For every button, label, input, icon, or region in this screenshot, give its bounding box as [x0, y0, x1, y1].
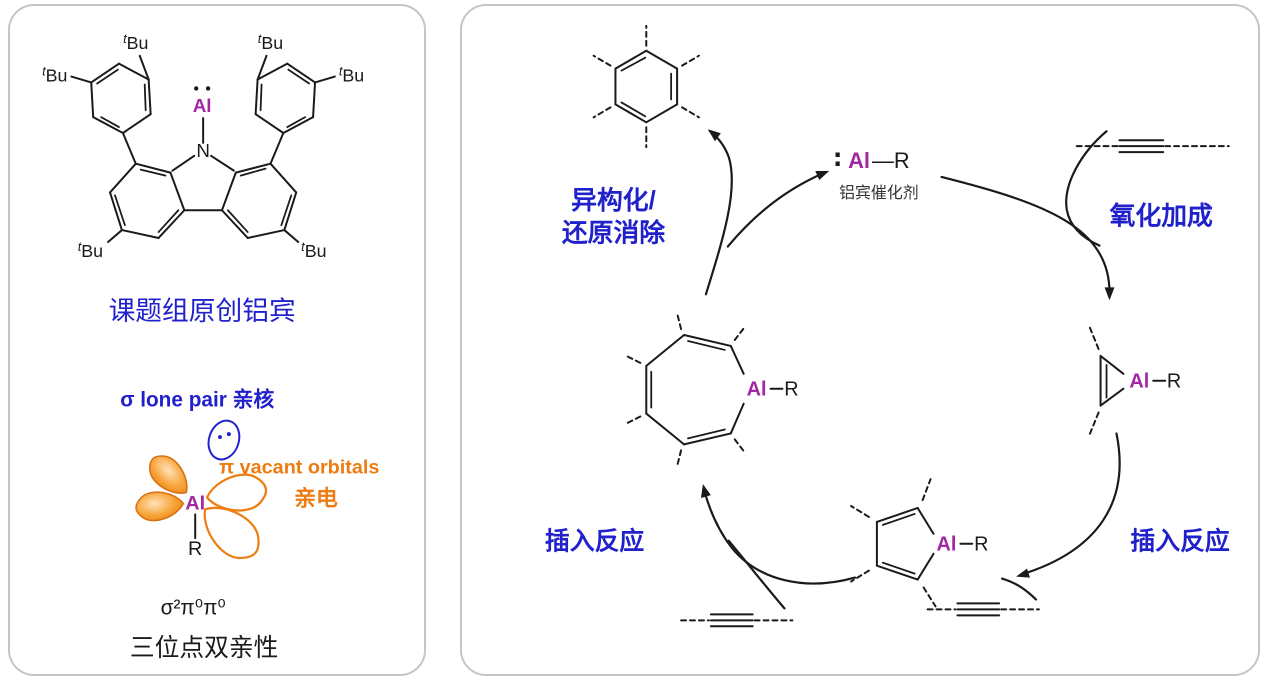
alumacycloheptatriene-al-label: Al — [747, 379, 767, 401]
sigma-lone-pair-orbital — [207, 419, 241, 461]
insertion-right-label: 插入反应 — [1130, 527, 1230, 556]
insertion-left-label: 插入反应 — [545, 527, 645, 556]
tbu-base: Bu — [261, 33, 283, 53]
tbu-label: tBu — [301, 239, 326, 261]
arrow-oxidative-addition — [940, 130, 1115, 301]
alumacyclopentadiene-r-label: R — [974, 534, 988, 556]
catalyst-formula: ∶ Al—R — [834, 147, 909, 174]
arrow-reductive-elimination — [704, 129, 830, 296]
orbital-r-label: R — [188, 538, 202, 560]
reductive-elimination-label: 还原消除 — [562, 218, 665, 248]
tbu-base: Bu — [342, 65, 364, 85]
catalyst-al: Al — [848, 148, 870, 173]
electron-configuration: σ²π⁰π⁰ — [161, 596, 226, 619]
al-label: Al — [193, 95, 212, 116]
orbital-diagram: σ lone pair 亲核 π vacant orbitals 亲电 Al R… — [120, 387, 379, 619]
alumacyclopentadiene: Al R — [850, 478, 988, 608]
ambiphilicity-label: 三位点双亲性 — [130, 634, 279, 662]
electrophile-label: 亲电 — [294, 485, 338, 510]
alumacyclopropene-al-label: Al — [1129, 371, 1149, 393]
alumacycloheptatriene-r-label: R — [784, 379, 798, 401]
sigma-lone-pair-label: σ lone pair 亲核 — [120, 387, 274, 411]
tbu-label: tBu — [123, 31, 148, 53]
right-panel: ∶Al—R 铝宾催化剂 — [460, 4, 1260, 676]
catalytic-cycle-figure: ∶Al—R 铝宾催化剂 — [545, 24, 1230, 628]
catalyst-bond-r: —R — [872, 148, 910, 173]
tbu-label: tBu — [78, 239, 103, 261]
aluminylene-structure: Al N — [42, 31, 364, 261]
pi-vacant-label: π vacant orbitals — [219, 457, 379, 479]
tbu-superscript: t — [123, 31, 128, 46]
alumacycloheptatriene-dashes — [625, 312, 746, 468]
tbu-base: Bu — [305, 241, 327, 261]
tbu-label: tBu — [258, 31, 283, 53]
alumacyclopropene-r-label: R — [1167, 371, 1181, 393]
left-panel-figure: Al N — [42, 31, 379, 662]
alumacyclopentadiene-dashes — [850, 478, 937, 608]
alkyne-bottom-left — [680, 613, 794, 628]
arrow-insertion-left — [700, 484, 857, 610]
tbu-superscript: t — [301, 239, 306, 254]
catalyst: ∶ Al—R 铝宾催化剂 — [834, 147, 918, 202]
orbital-lone-pair-dots — [217, 432, 231, 440]
alkyne-top-right — [1075, 139, 1230, 154]
isomerization-label: 异构化/ — [571, 186, 656, 215]
left-panel: Al N — [8, 4, 426, 676]
oxidative-addition-label: 氧化加成 — [1109, 202, 1213, 231]
tbu-base: Bu — [46, 65, 68, 85]
alumacyclopentadiene-al-label: Al — [937, 534, 957, 556]
tbu-label: tBu — [42, 64, 67, 86]
n-label: N — [196, 140, 210, 161]
tbu-label: tBu — [339, 64, 364, 86]
alumacycloheptatriene: Al R — [625, 312, 799, 468]
tbu-base: Bu — [81, 241, 103, 261]
vacant-pi-lobes — [190, 470, 270, 570]
tbu-superscript: t — [42, 64, 47, 79]
catalyst-caption: 铝宾催化剂 — [839, 184, 918, 202]
tbu-superscript: t — [258, 31, 263, 46]
orbital-al-label: Al — [185, 492, 205, 514]
benzene-substituent-dashes — [592, 24, 700, 149]
alkyne-bottom-right — [926, 602, 1040, 617]
benzene-product — [592, 24, 700, 149]
tbu-superscript: t — [78, 239, 83, 254]
alumacyclopropene: Al R — [1088, 326, 1181, 436]
lone-pair-dots — [194, 86, 211, 91]
group-title: 课题组原创铝宾 — [109, 296, 296, 326]
catalyst-lone-pair: ∶ — [834, 147, 841, 174]
carbazole-bonds — [107, 132, 300, 243]
aryl-left-ring — [70, 54, 152, 134]
tbu-superscript: t — [339, 64, 344, 79]
tbu-base: Bu — [127, 33, 149, 53]
arrow-insertion-right — [1001, 432, 1121, 601]
aryl-right-ring — [254, 54, 336, 134]
